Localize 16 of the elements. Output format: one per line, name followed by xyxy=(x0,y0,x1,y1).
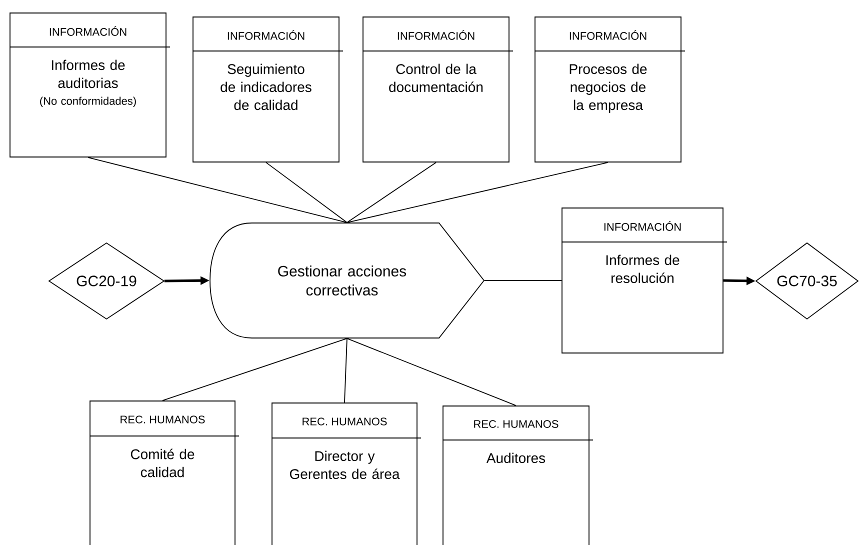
connector-line xyxy=(346,338,516,406)
information-box: INFORMACIÓN Informes de auditorias (No conformidades) xyxy=(10,12,170,158)
connector-line xyxy=(88,157,348,223)
connector-line xyxy=(162,338,348,401)
information-box: INFORMACIÓN Informes de resolución xyxy=(562,208,728,354)
resource-box: REC. HUMANOS Auditores xyxy=(442,406,594,545)
information-box: INFORMACIÓN Procesos de negocios de la empresa xyxy=(534,16,686,162)
connector-line xyxy=(266,162,348,223)
resource-box: REC. HUMANOS Comité de calidad xyxy=(90,400,240,545)
resource-box: REC. HUMANOS Director y Gerentes de área xyxy=(272,402,422,545)
connector-line xyxy=(346,162,608,223)
information-box: INFORMACIÓN Control de la documentación xyxy=(362,16,514,162)
connector-line xyxy=(346,162,436,223)
information-box: INFORMACIÓN Seguimiento de indicadores de calidad xyxy=(192,16,344,162)
connector-line xyxy=(344,338,348,403)
connector-line xyxy=(484,280,562,281)
